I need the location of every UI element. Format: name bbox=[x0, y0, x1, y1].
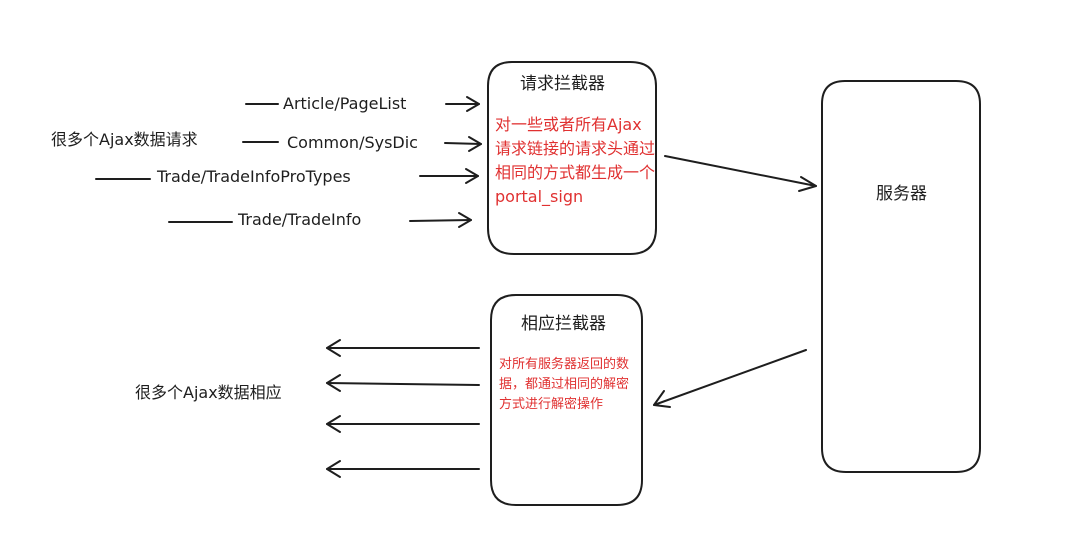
arrow-to-server bbox=[664, 155, 817, 192]
response-interceptor-title: 相应拦截器 bbox=[521, 314, 606, 334]
request-url-trade-tradeinfoprotypes: Trade/TradeInfoProTypes bbox=[157, 167, 351, 186]
response-arrow-4 bbox=[326, 460, 480, 478]
request-interceptor-box bbox=[487, 61, 657, 255]
request-arrow-1 bbox=[245, 96, 480, 112]
server-box bbox=[821, 80, 981, 473]
arrow-to-response-interceptor bbox=[653, 349, 807, 408]
response-arrow-1 bbox=[326, 339, 480, 357]
request-arrow-4 bbox=[168, 212, 472, 228]
response-arrow-3 bbox=[326, 415, 480, 433]
request-arrow-3 bbox=[95, 168, 479, 184]
request-arrow-2 bbox=[242, 136, 482, 152]
request-interceptor-title: 请求拦截器 bbox=[520, 74, 605, 94]
request-url-article-pagelist: Article/PageList bbox=[283, 94, 407, 113]
request-interceptor-description: 对一些或者所有Ajax请求链接的请求头通过相同的方式都生成一个portal_si… bbox=[495, 115, 656, 206]
request-url-common-sysdic: Common/SysDic bbox=[287, 133, 418, 152]
request-sources-label: 很多个Ajax数据请求 bbox=[51, 130, 198, 149]
response-arrow-2 bbox=[326, 374, 480, 392]
response-interceptor-box bbox=[490, 294, 643, 506]
server-title: 服务器 bbox=[876, 184, 927, 204]
request-url-trade-tradeinfo: Trade/TradeInfo bbox=[238, 210, 362, 229]
response-targets-label: 很多个Ajax数据相应 bbox=[135, 383, 282, 402]
response-interceptor-description: 对所有服务器返回的数据，都通过相同的解密方式进行解密操作 bbox=[499, 357, 630, 412]
